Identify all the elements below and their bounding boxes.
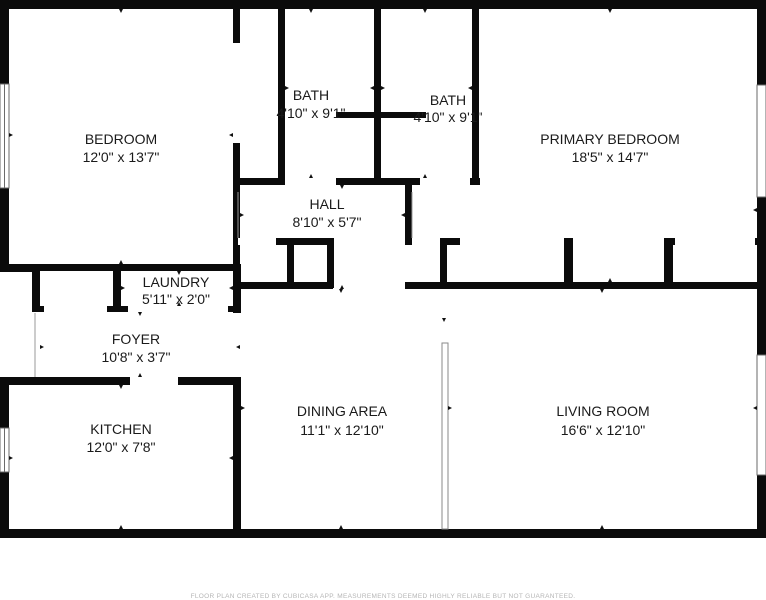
- room-dimensions: 11'1" x 12'10": [300, 422, 384, 438]
- room-name: BATH: [293, 87, 329, 103]
- footer-credit: FLOOR PLAN CREATED BY CUBICASA APP. MEAS…: [191, 593, 576, 600]
- room-foyer: FOYER 10'8" x 3'7": [102, 331, 171, 365]
- room-dimensions: 5'11" x 2'0": [142, 291, 210, 307]
- room-name: BATH: [430, 92, 466, 108]
- room-dimensions: 4'10" x 9'1": [277, 105, 346, 121]
- room-bedroom: BEDROOM 12'0" x 13'7": [83, 131, 160, 165]
- window-kitchen: [0, 427, 10, 473]
- room-dimensions: 10'8" x 3'7": [102, 349, 171, 365]
- room-dimensions: 12'0" x 7'8": [87, 439, 156, 455]
- room-name: BEDROOM: [85, 131, 157, 147]
- room-dimensions: 16'6" x 12'10": [561, 422, 646, 438]
- room-primary-bedroom: PRIMARY BEDROOM 18'5" x 14'7": [540, 131, 680, 165]
- room-kitchen: KITCHEN 12'0" x 7'8": [87, 421, 156, 455]
- partition-lines: [34, 192, 413, 377]
- partition-pillar: [441, 342, 449, 530]
- room-laundry: LAUNDRY 5'11" x 2'0": [142, 274, 210, 307]
- room-dimensions: 4'10" x 9'1": [414, 109, 483, 125]
- window-primary-bedroom: [756, 84, 766, 198]
- window-living-room: [756, 354, 766, 476]
- room-bath-2: BATH 4'10" x 9'1": [414, 92, 483, 125]
- room-living-room: LIVING ROOM 16'6" x 12'10": [556, 403, 649, 438]
- room-name: FOYER: [112, 331, 160, 347]
- room-dimensions: 18'5" x 14'7": [572, 149, 649, 165]
- interior-walls: [0, 9, 757, 538]
- room-name: PRIMARY BEDROOM: [540, 131, 680, 147]
- room-name: KITCHEN: [90, 421, 151, 437]
- door-openings: [44, 43, 755, 385]
- room-name: HALL: [309, 196, 344, 212]
- room-dining-area: DINING AREA 11'1" x 12'10": [297, 403, 388, 438]
- room-name: LAUNDRY: [143, 274, 210, 290]
- room-name: LIVING ROOM: [556, 403, 649, 419]
- room-hall: HALL 8'10" x 5'7": [293, 196, 362, 230]
- room-bath-1: BATH 4'10" x 9'1": [277, 87, 346, 121]
- room-dimensions: 12'0" x 13'7": [83, 149, 160, 165]
- room-dimensions: 8'10" x 5'7": [293, 214, 362, 230]
- measurement-ticks: [9, 9, 757, 529]
- window-bedroom: [0, 83, 10, 189]
- room-name: DINING AREA: [297, 403, 388, 419]
